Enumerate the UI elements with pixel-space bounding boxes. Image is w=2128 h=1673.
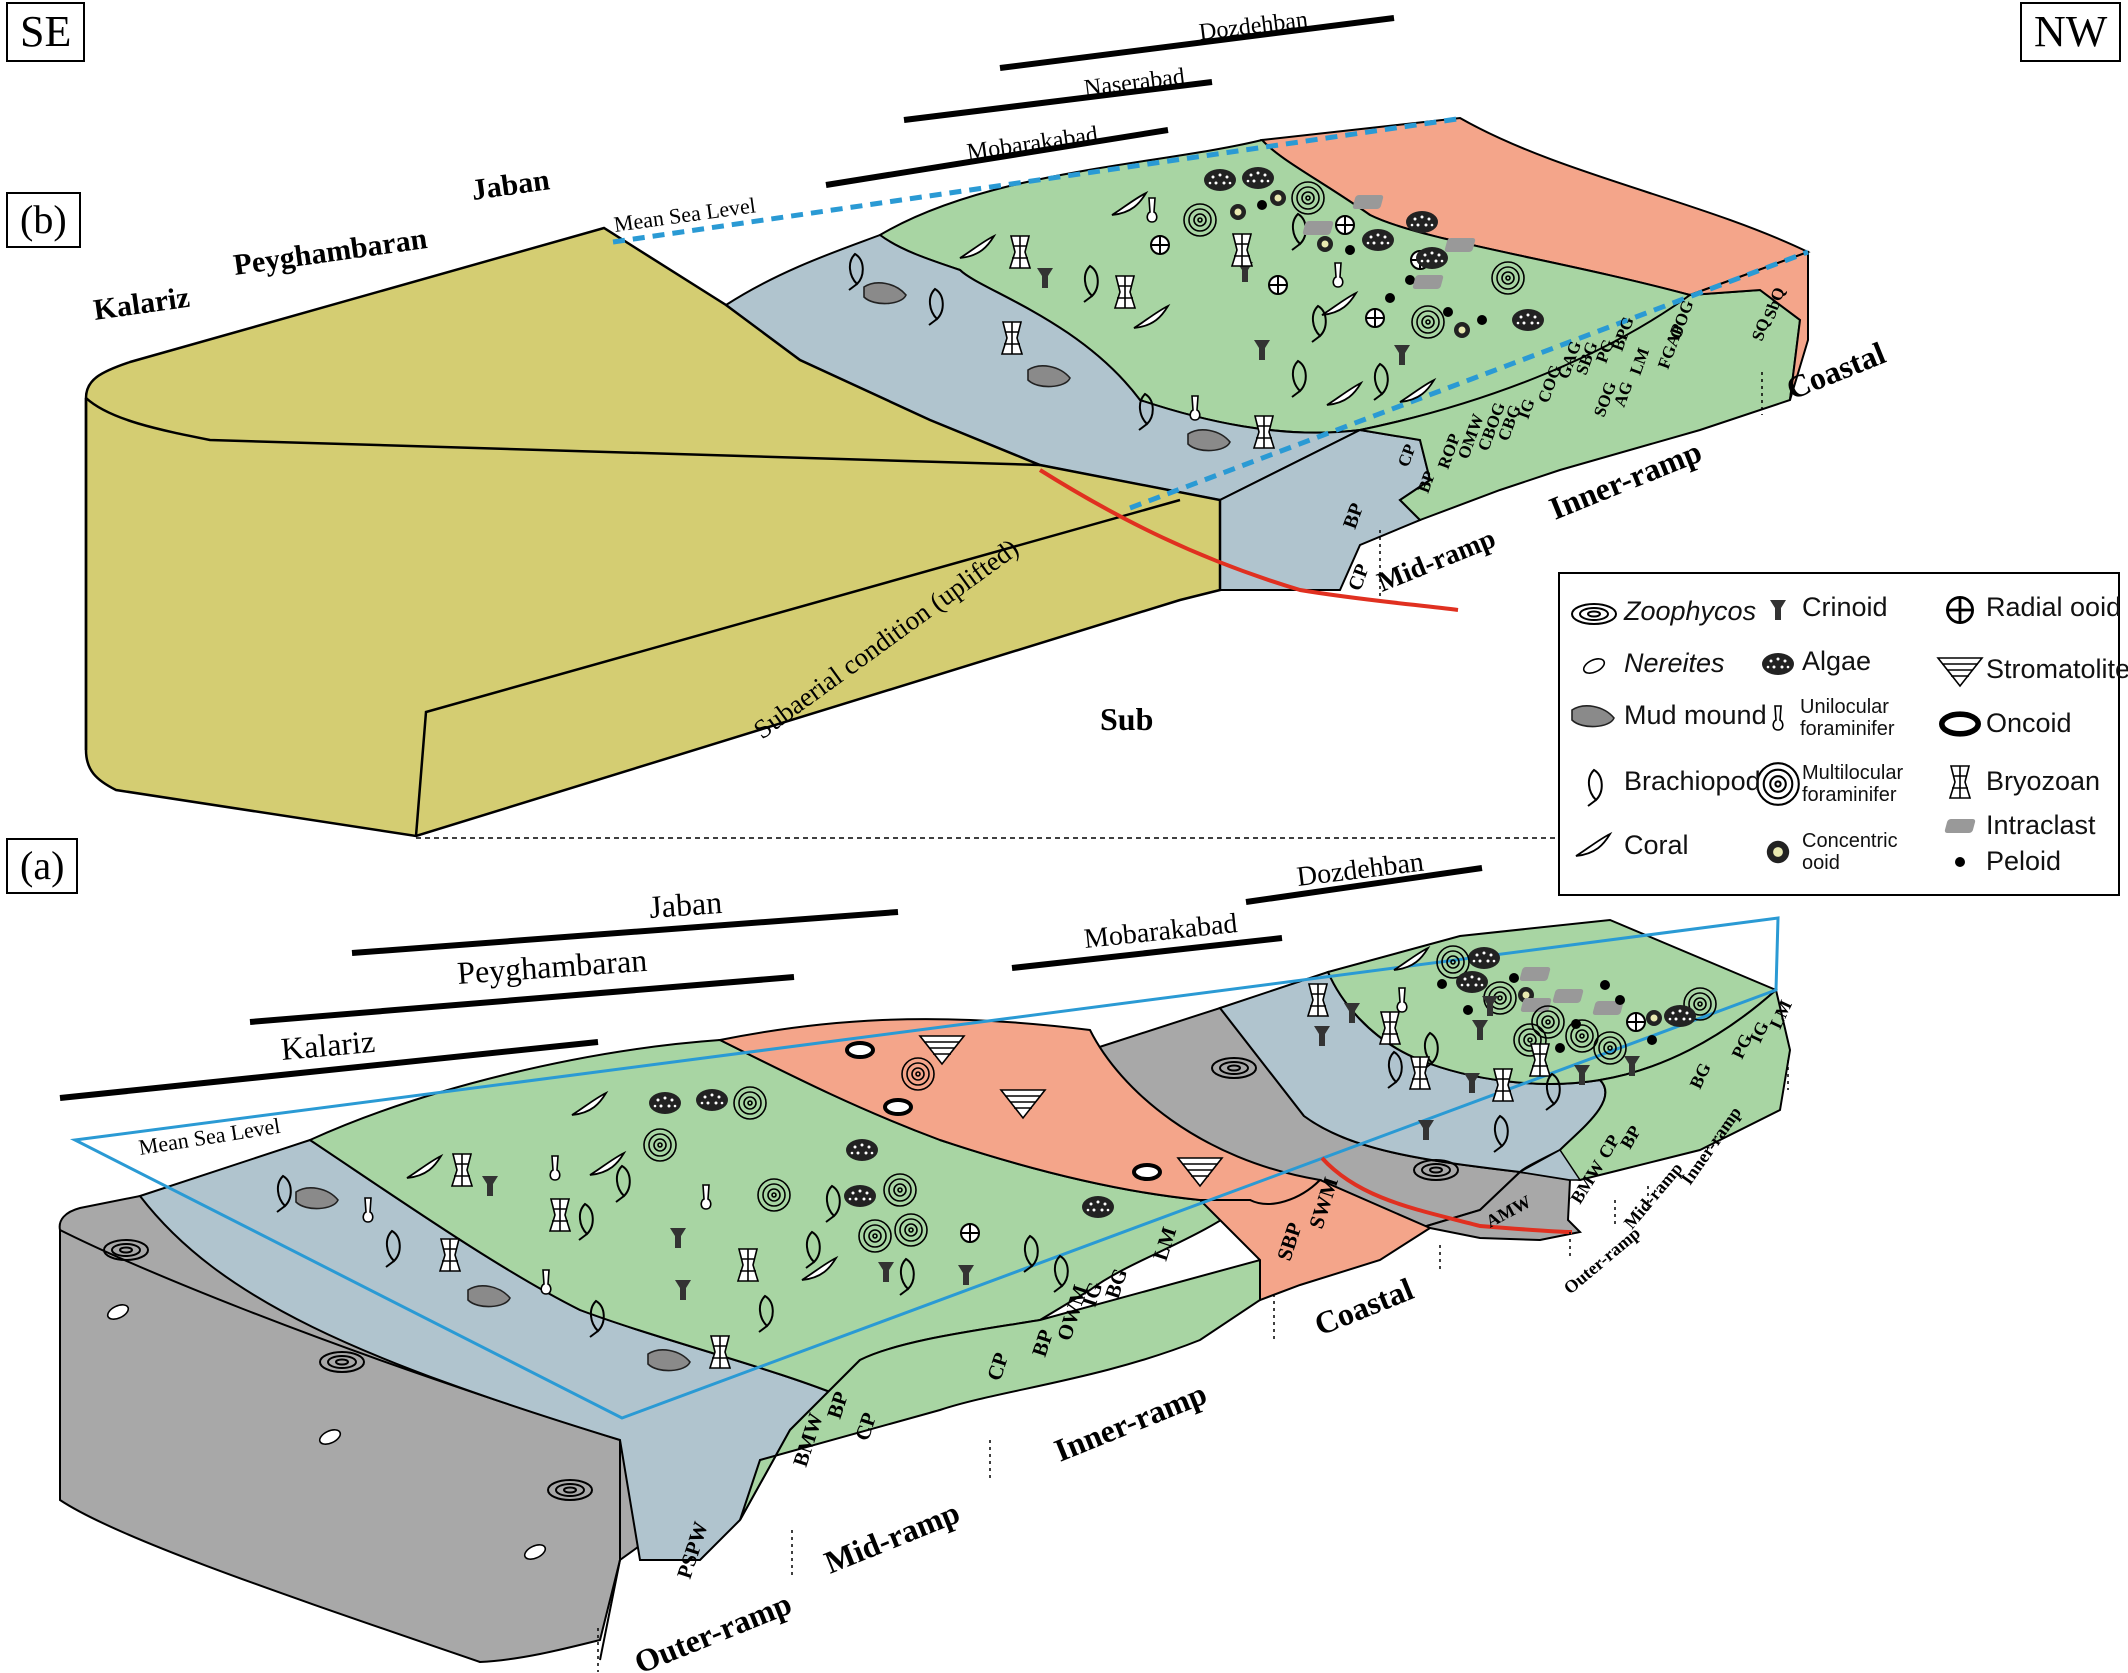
legend-label-intraclast: Intraclast: [1986, 810, 2096, 840]
legend-label-mud-mound: Mud mound: [1624, 700, 1767, 730]
legend-label-multilocular: Multilocular foraminifer: [1802, 762, 1904, 806]
legend-label-crinoid: Crinoid: [1802, 592, 1888, 622]
coral-icon: [1575, 833, 1611, 857]
orientation-se: SE: [6, 2, 86, 62]
peloid-icon: [1955, 857, 1965, 867]
section-naserabad-b: Naserabad: [1083, 64, 1187, 102]
legend-label-stromatolite: Stromatolite: [1986, 654, 2128, 684]
legend-label-oncoid: Oncoid: [1986, 708, 2072, 738]
legend-label-unilocular: Unilocular foraminifer: [1800, 696, 1895, 740]
section-dozdehban-b: Dozdehban: [1198, 7, 1310, 46]
legend-label-peloid: Peloid: [1986, 846, 2062, 876]
stromatolite-icon: [1937, 657, 1983, 687]
locality-kalariz: Kalariz: [91, 281, 191, 327]
algae-icon: [1762, 653, 1794, 675]
mean-sea-level-a: Mean Sea Level: [137, 1113, 282, 1160]
legend-label-nereites: Nereites: [1624, 648, 1725, 678]
panel-label-a: (a): [6, 838, 79, 894]
orientation-nw: NW: [2020, 2, 2122, 62]
mud-mound-icon: [1571, 705, 1615, 728]
zone-mid-ramp-b: Mid-ramp: [1373, 523, 1500, 598]
nereites-icon: [1580, 655, 1608, 677]
legend-label-coral: Coral: [1624, 830, 1689, 860]
inner-ramp-face-b: [1359, 288, 1802, 522]
zone-mid-ramp-right-a: Mid-ramp: [1620, 1158, 1687, 1232]
zone-inner-ramp-a: Inner-ramp: [1049, 1375, 1211, 1469]
section-mobarakabad-b: Mobarakabad: [965, 122, 1099, 166]
legend-label-bryozoan: Bryozoan: [1986, 766, 2101, 796]
zone-coastal-a: Coastal: [1309, 1270, 1418, 1342]
brachiopod-icon: [1587, 769, 1603, 807]
crinoid-icon: [1770, 600, 1786, 620]
zone-mid-ramp-a: Mid-ramp: [819, 1494, 964, 1581]
mean-sea-level-b: Mean Sea Level: [612, 192, 757, 237]
unilocular-foraminifer-icon: [1772, 705, 1784, 731]
outer-ramp-block-a: [58, 1194, 801, 1664]
legend-label-brachiopod: Brachiopod: [1624, 766, 1761, 796]
intraclast-icon: [1944, 819, 1976, 833]
section-peyghambaran-a: Peyghambaran: [456, 942, 648, 991]
concentric-ooid-icon: [1766, 840, 1790, 864]
bryozoan-icon: [1949, 765, 1971, 799]
multilocular-foraminifer-icon: [1756, 762, 1800, 806]
locality-peyghambaran: Peyghambaran: [231, 222, 429, 282]
panel-label-b: (b): [6, 192, 81, 248]
legend-label-concentric-ooid: Concentric ooid: [1802, 830, 1898, 874]
zoophycos-icon: [1571, 603, 1617, 625]
legend-label-radial-ooid: Radial ooid: [1986, 592, 2122, 622]
panel-a: Jaban Peyghambaran Kalariz Mobarakabad D…: [58, 847, 1796, 1673]
legend-label-algae: Algae: [1802, 646, 1872, 676]
panel-b: Dozdehban Naserabad Mobarakabad Mean Sea…: [84, 7, 1890, 838]
zone-outer-ramp-a: Outer-ramp: [629, 1585, 796, 1673]
legend: Zoophycos Nereites Mud mound Brachiopod …: [1558, 572, 2128, 896]
radial-ooid-icon: [1946, 596, 1974, 624]
oncoid-icon: [1942, 714, 1978, 734]
section-kalariz-a: Kalariz: [279, 1023, 376, 1067]
sub-label: Sub: [1100, 701, 1153, 737]
locality-jaban: Jaban: [469, 163, 552, 207]
legend-label-zoophycos: Zoophycos: [1624, 596, 1757, 626]
section-jaban-a: Jaban: [648, 884, 723, 925]
